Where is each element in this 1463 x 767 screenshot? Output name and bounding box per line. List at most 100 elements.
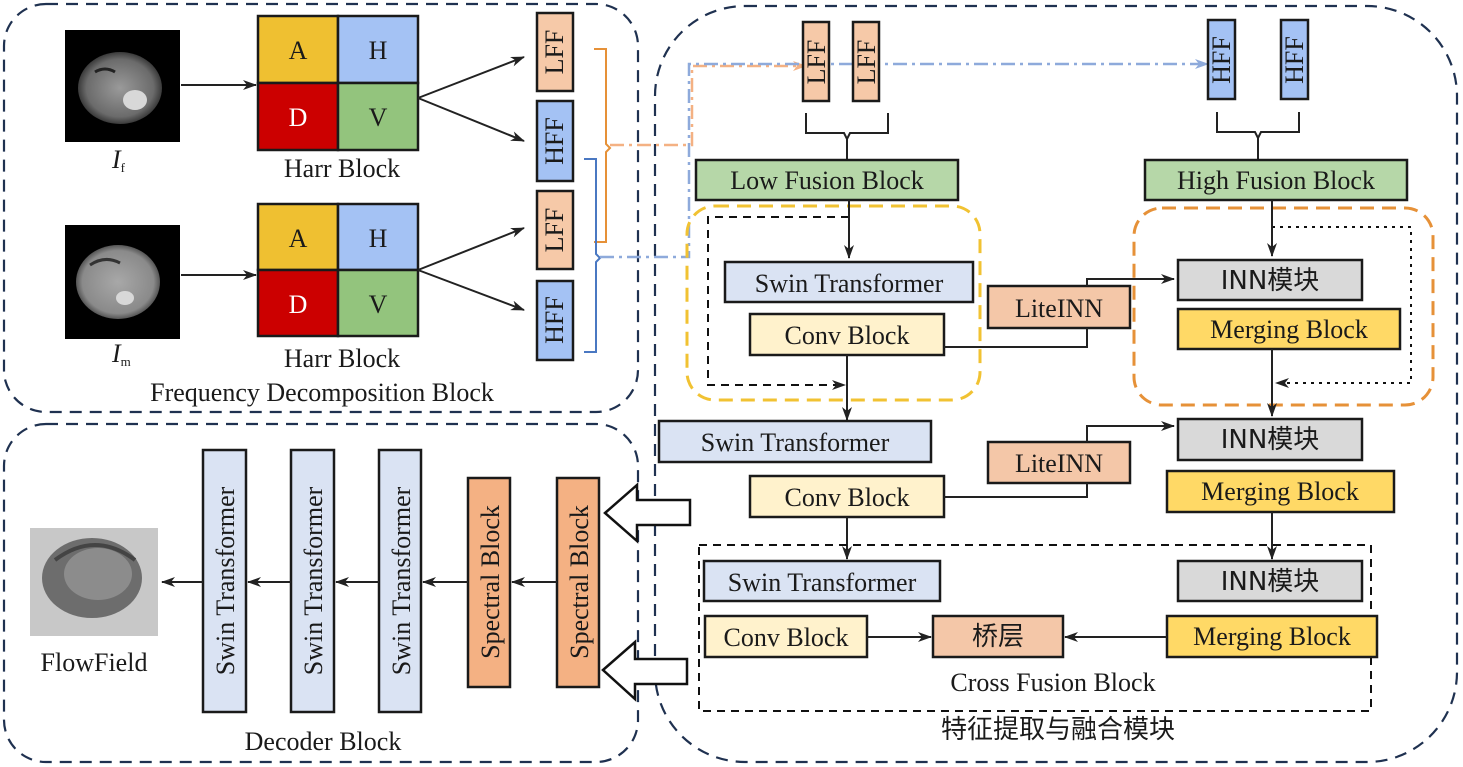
svg-text:HFF: HFF xyxy=(540,117,569,165)
frequency-decomposition-group xyxy=(2,2,640,414)
low-fusion-block: Low Fusion Block xyxy=(694,158,960,202)
hff-box-fixed: HFF xyxy=(535,99,575,183)
inn-module-1: INN模块 xyxy=(1176,258,1364,302)
fixed-image xyxy=(65,30,180,142)
liteinn-1: LiteINN xyxy=(986,284,1132,330)
merging-block-1: Merging Block xyxy=(1176,307,1402,351)
hff-bracket xyxy=(584,158,602,353)
cell-label-a: A xyxy=(289,224,308,253)
inn-module-2: INN模块 xyxy=(1176,417,1364,462)
liteinn-2: LiteINN xyxy=(986,440,1132,485)
hff-pair: HFF HFF xyxy=(1206,18,1310,101)
arrow-to-hff-2 xyxy=(417,269,525,311)
harr-block-moving: A H D V xyxy=(256,202,420,338)
svg-text:Swin Transformer: Swin Transformer xyxy=(211,486,240,675)
svg-text:High Fusion Block: High Fusion Block xyxy=(1177,166,1375,195)
input-arrow-lower xyxy=(601,639,689,702)
lff-box-fixed: LFF xyxy=(535,11,575,93)
swin-transformer-1: Swin Transformer xyxy=(723,260,975,304)
svg-text:INN模块: INN模块 xyxy=(1221,567,1320,597)
merging-block-3: Merging Block xyxy=(1165,614,1379,659)
flowfield-label: FlowField xyxy=(41,648,148,677)
cell-label-a: A xyxy=(289,36,308,65)
decoder-group xyxy=(2,422,640,764)
stage-1-encoder-group xyxy=(685,204,982,402)
harr-block-fixed: A H D V xyxy=(256,14,420,152)
svg-text:Swin Transformer: Swin Transformer xyxy=(728,568,917,597)
svg-text:Merging Block: Merging Block xyxy=(1201,477,1359,506)
cross-fusion-group xyxy=(698,544,1372,712)
freq-block-title: Frequency Decomposition Block xyxy=(150,378,494,407)
moving-image-label: Im xyxy=(111,339,131,369)
svg-text:LFF: LFF xyxy=(852,40,881,85)
spectral-block-1: Spectral Block xyxy=(466,476,512,689)
svg-text:HFF: HFF xyxy=(540,296,569,344)
harr-cell-v xyxy=(336,268,420,338)
flowfield-image xyxy=(30,528,158,636)
skip-connection-2 xyxy=(1272,226,1412,388)
lff-box-moving: LFF xyxy=(535,189,575,271)
cell-label-h: H xyxy=(369,224,388,253)
cell-label-h: H xyxy=(369,36,388,65)
harr-cell-a xyxy=(256,14,340,85)
arrow-to-lff-2 xyxy=(417,227,525,271)
harr-cell-d xyxy=(256,268,340,338)
svg-text:Swin Transformer: Swin Transformer xyxy=(299,486,328,675)
harr-cell-h xyxy=(336,14,420,85)
swin-transformer-3: Swin Transformer xyxy=(702,559,942,603)
svg-text:Conv Block: Conv Block xyxy=(724,623,849,652)
moving-image xyxy=(65,225,180,339)
cell-label-d: D xyxy=(289,103,308,132)
decoder-title: Decoder Block xyxy=(245,727,402,756)
decoder-swin-1: Swin Transformer xyxy=(201,448,248,714)
svg-text:Conv Block: Conv Block xyxy=(785,483,910,512)
svg-text:HFF: HFF xyxy=(1280,36,1309,84)
harr-label-2: Harr Block xyxy=(284,344,400,373)
feature-fusion-group xyxy=(653,4,1459,764)
conv2-to-liteinn-line xyxy=(944,483,1088,498)
conv1-to-liteinn-line xyxy=(944,328,1088,348)
svg-text:LiteINN: LiteINN xyxy=(1015,294,1103,323)
lff-join-bracket xyxy=(805,113,889,142)
arrow-to-hff-1 xyxy=(417,97,525,142)
conv-block-3: Conv Block xyxy=(703,614,869,659)
skip-connection-1 xyxy=(707,216,849,390)
svg-text:LFF: LFF xyxy=(540,208,569,253)
decoder-swin-2: Swin Transformer xyxy=(289,448,336,714)
svg-text:Merging Block: Merging Block xyxy=(1210,315,1368,344)
inn-module-3: INN模块 xyxy=(1176,559,1364,603)
svg-text:HFF: HFF xyxy=(1207,36,1236,84)
conv-block-1: Conv Block xyxy=(748,312,946,357)
svg-text:LFF: LFF xyxy=(802,40,831,85)
svg-text:Conv Block: Conv Block xyxy=(785,321,910,350)
svg-text:Swin Transformer: Swin Transformer xyxy=(755,269,944,298)
conv-block-2: Conv Block xyxy=(748,474,946,519)
svg-text:Low Fusion Block: Low Fusion Block xyxy=(730,166,924,195)
svg-text:Spectral Block: Spectral Block xyxy=(565,505,594,659)
fixed-image-label: If xyxy=(111,145,126,175)
input-arrow-upper xyxy=(603,482,692,544)
lff-pair: LFF LFF xyxy=(801,20,881,103)
svg-text:INN模块: INN模块 xyxy=(1221,266,1320,296)
svg-text:INN模块: INN模块 xyxy=(1221,425,1320,455)
svg-text:桥层: 桥层 xyxy=(972,622,1024,652)
hff-join-bracket xyxy=(1216,112,1300,141)
decoder-swin-3: Swin Transformer xyxy=(377,448,423,714)
harr-cell-a xyxy=(256,202,340,272)
fusion-module-title: 特征提取与融合模块 xyxy=(941,715,1175,745)
hff-link xyxy=(600,59,1209,259)
swin-transformer-2: Swin Transformer xyxy=(657,419,933,464)
svg-text:LFF: LFF xyxy=(540,30,569,75)
arrow-to-lff-1 xyxy=(417,56,525,99)
merging-block-2: Merging Block xyxy=(1165,469,1396,514)
harr-label-1: Harr Block xyxy=(284,154,400,183)
svg-text:Swin Transformer: Swin Transformer xyxy=(701,428,890,457)
lff-bracket xyxy=(594,48,612,243)
harr-cell-v xyxy=(336,81,420,152)
cell-label-v: V xyxy=(369,290,388,319)
svg-text:Spectral Block: Spectral Block xyxy=(476,505,505,659)
lff-link xyxy=(610,61,807,147)
hff-box-moving: HFF xyxy=(535,279,575,362)
cross-fusion-title: Cross Fusion Block xyxy=(950,668,1155,697)
